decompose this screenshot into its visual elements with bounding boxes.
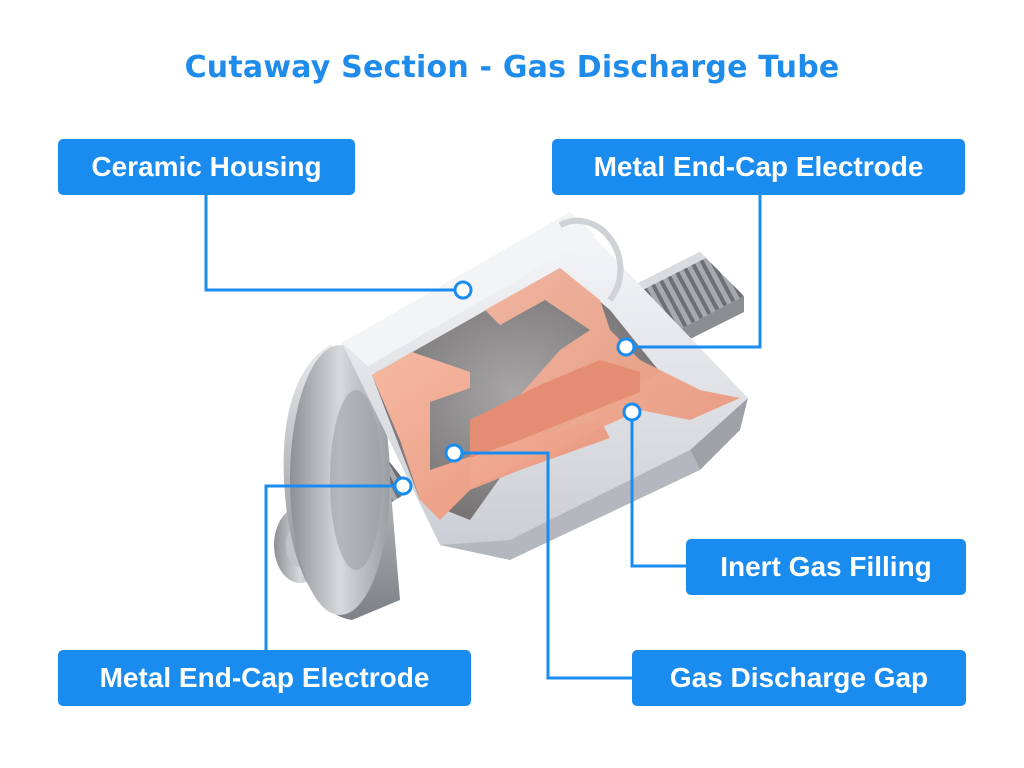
callout-discharge-gap: Gas Discharge Gap	[632, 650, 966, 706]
callout-inert-gas: Inert Gas Filling	[686, 539, 966, 595]
diagram-title: Cutaway Section - Gas Discharge Tube	[184, 50, 840, 85]
callout-ceramic-housing: Ceramic Housing	[58, 139, 355, 195]
gas-cavity	[372, 268, 660, 520]
copper-electrodes	[372, 268, 740, 520]
callout-end-cap-bottom: Metal End-Cap Electrode	[58, 650, 471, 706]
end-cap-left	[283, 345, 400, 620]
callout-end-cap-top: Metal End-Cap Electrode	[552, 139, 965, 195]
leader-markers	[393, 280, 642, 496]
leader-lines	[204, 195, 762, 680]
